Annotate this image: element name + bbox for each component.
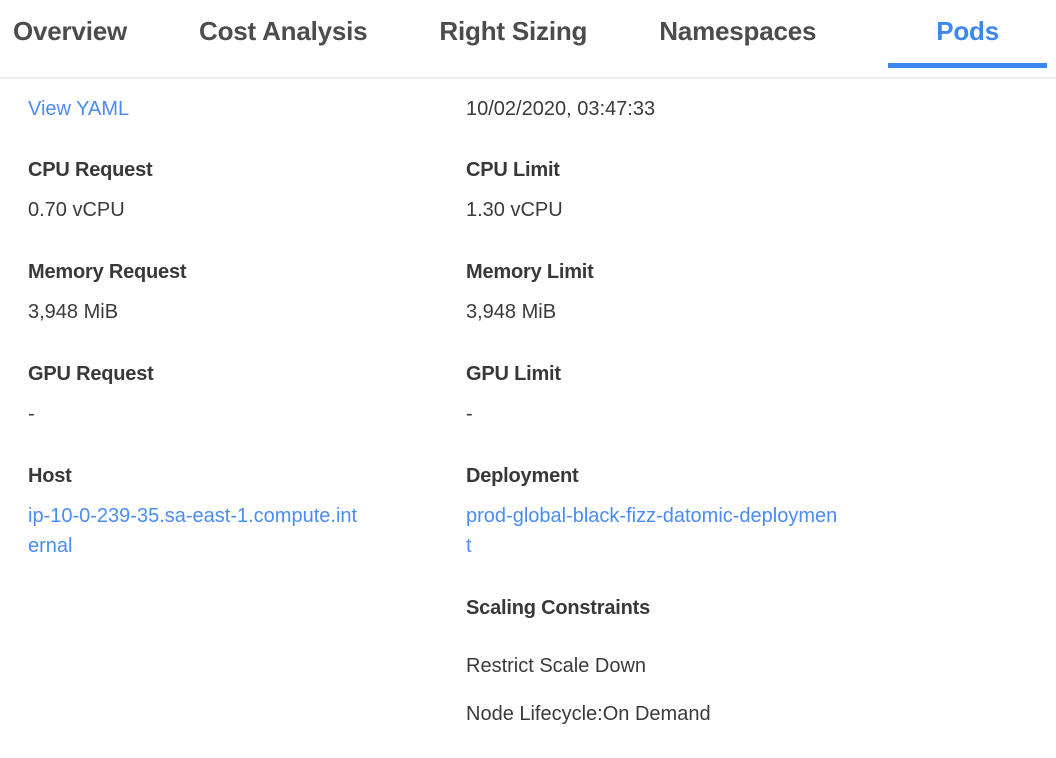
field-cpu-limit: CPU Limit 1.30 vCPU: [466, 155, 1056, 225]
scaling-constraint-item: Node Lifecycle:On Demand: [466, 703, 711, 725]
field-label: GPU Request: [28, 363, 154, 385]
host-link[interactable]: ip-10-0-239-35.sa-east-1.compute.interna…: [28, 505, 358, 557]
field-label: Memory Limit: [466, 261, 594, 283]
field-deployment: Deployment prod-global-black-fizz-datomi…: [466, 461, 1056, 561]
scaling-constraints-label: Scaling Constraints: [466, 597, 651, 619]
field-value: 0.70 vCPU: [28, 199, 125, 221]
tab-namespaces[interactable]: Namespaces: [659, 16, 817, 46]
field-gpu-request: GPU Request -: [28, 359, 466, 429]
deployment-link[interactable]: prod-global-black-fizz-datomic-deploymen…: [466, 505, 838, 557]
tab-cost-analysis[interactable]: Cost Analysis: [199, 16, 368, 46]
field-gpu-limit: GPU Limit -: [466, 359, 1056, 429]
field-value: -: [466, 403, 473, 425]
details-left-column: View YAML CPU Request 0.70 vCPU Memory R…: [28, 94, 466, 758]
field-label: GPU Limit: [466, 363, 561, 385]
field-host: Host ip-10-0-239-35.sa-east-1.compute.in…: [28, 461, 466, 561]
scaling-constraints-section: Scaling Constraints Restrict Scale Down …: [466, 593, 1056, 729]
field-value: 3,948 MiB: [28, 301, 119, 323]
field-label: CPU Request: [28, 159, 153, 181]
tab-bar: Overview Cost Analysis Right Sizing Name…: [0, 0, 1056, 79]
field-label: Deployment: [466, 465, 579, 487]
field-memory-request: Memory Request 3,948 MiB: [28, 257, 466, 327]
timestamp: 10/02/2020, 03:47:33: [466, 98, 656, 120]
field-cpu-request: CPU Request 0.70 vCPU: [28, 155, 466, 225]
field-label: Memory Request: [28, 261, 187, 283]
field-memory-limit: Memory Limit 3,948 MiB: [466, 257, 1056, 327]
field-value: 1.30 vCPU: [466, 199, 563, 221]
tab-pods[interactable]: Pods: [888, 0, 1047, 71]
field-value: 3,948 MiB: [466, 301, 557, 323]
details-right-column: 10/02/2020, 03:47:33 CPU Limit 1.30 vCPU…: [466, 94, 1056, 758]
pod-details-panel: View YAML CPU Request 0.70 vCPU Memory R…: [0, 79, 1056, 758]
field-label: CPU Limit: [466, 159, 560, 181]
view-yaml-link[interactable]: View YAML: [28, 98, 130, 120]
tab-right-sizing[interactable]: Right Sizing: [439, 16, 588, 46]
scaling-constraint-item: Restrict Scale Down: [466, 655, 647, 677]
tab-overview[interactable]: Overview: [13, 16, 128, 46]
field-value: -: [28, 403, 35, 425]
field-label: Host: [28, 465, 72, 487]
